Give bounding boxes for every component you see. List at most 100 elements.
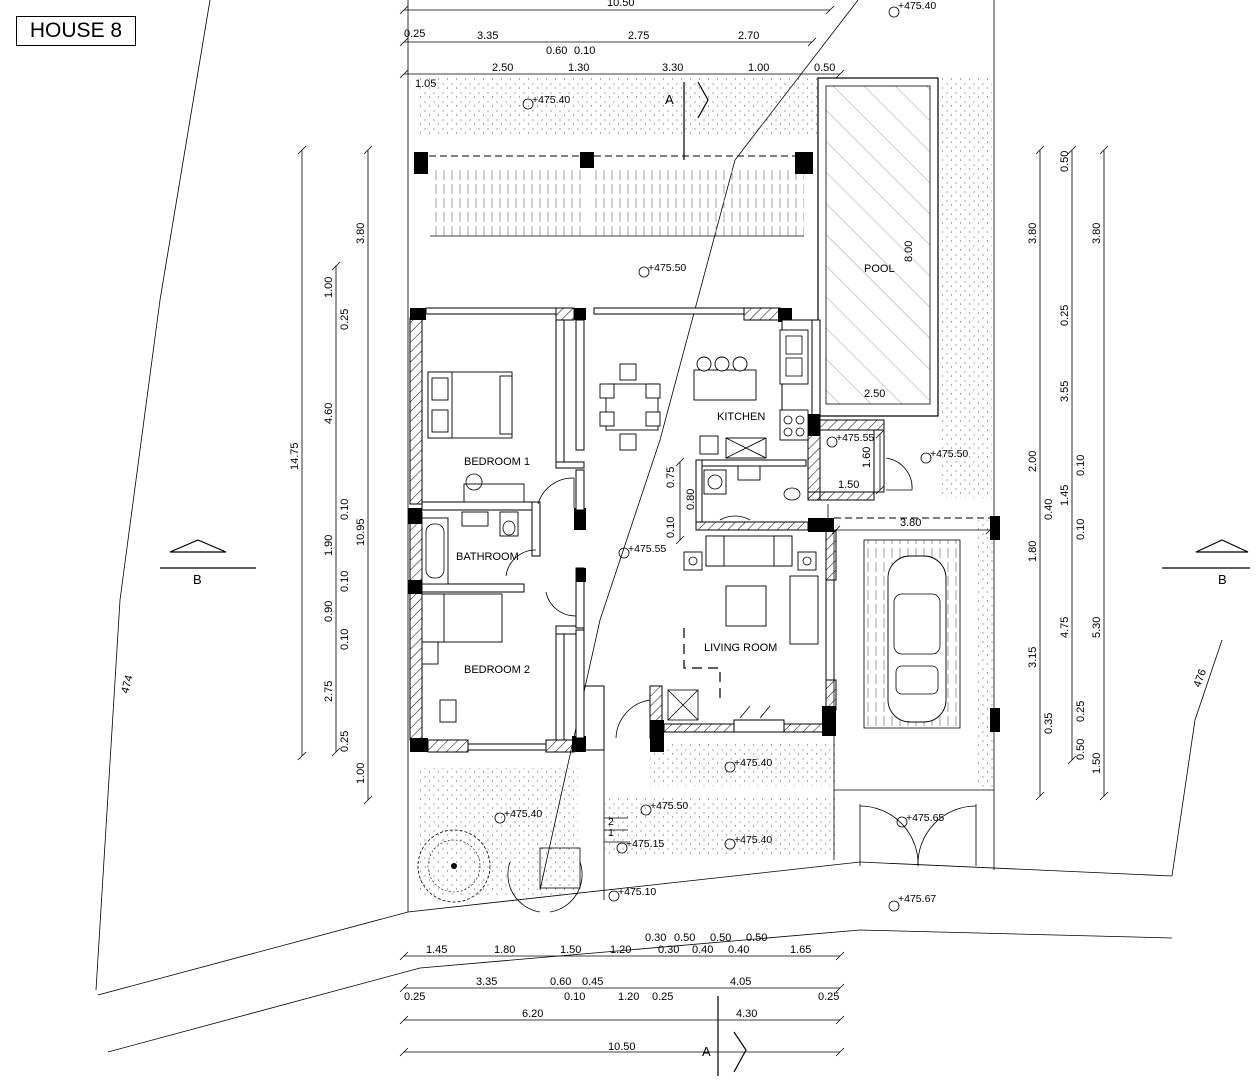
dimension-tick (835, 69, 845, 79)
svg-text:0.25: 0.25 (818, 991, 839, 1003)
dimension-tick (399, 983, 409, 993)
interior-dimensions: 1.60 1.50 0.75 0.80 0.10 3.80 (665, 429, 995, 545)
stair-number-1: 1 (608, 827, 614, 839)
section-marker-a-top: A (665, 92, 674, 107)
dimension-tick (675, 457, 685, 467)
dimension-tick (875, 485, 885, 495)
dimension-tick (363, 145, 373, 155)
dimension-tick (1035, 791, 1045, 801)
svg-text:3.80: 3.80 (1091, 223, 1103, 244)
contour-label-474: 474 (119, 674, 135, 695)
level-street: +475.10 (618, 886, 656, 898)
dimension-tick (399, 5, 409, 15)
room-label-living-room: LIVING ROOM (704, 642, 777, 654)
svg-text:10.50: 10.50 (607, 0, 635, 9)
svg-text:0.10: 0.10 (1075, 519, 1087, 540)
svg-text:0.40: 0.40 (728, 944, 749, 956)
dimension-tick (399, 37, 409, 47)
drawing-title: HOUSE 8 (16, 16, 136, 46)
svg-text:3.55: 3.55 (1059, 381, 1071, 402)
svg-text:0.50: 0.50 (746, 932, 767, 944)
svg-text:1.65: 1.65 (790, 944, 811, 956)
dimension-tick (297, 145, 307, 155)
svg-text:3.80: 3.80 (1027, 223, 1039, 244)
svg-text:3.35: 3.35 (476, 976, 497, 988)
svg-text:0.50: 0.50 (1075, 739, 1087, 760)
doors (505, 457, 913, 913)
svg-text:1.90: 1.90 (323, 535, 335, 556)
dimension-tick (835, 951, 845, 961)
svg-text:0.90: 0.90 (323, 601, 335, 622)
section-marker-a-bottom: A (702, 1044, 711, 1059)
contour-line-474 (95, 0, 211, 991)
svg-text:1.45: 1.45 (426, 944, 447, 956)
svg-text:0.80: 0.80 (685, 489, 697, 510)
level-top-right: +475.40 (898, 0, 936, 12)
svg-text:8.00: 8.00 (903, 241, 915, 262)
interior-walls (408, 319, 807, 741)
top-dimensions: 10.50 0.25 3.35 0.60 0.10 2.75 2.70 1.05… (399, 0, 845, 90)
svg-text:0.25: 0.25 (404, 991, 425, 1003)
svg-text:1.00: 1.00 (748, 62, 769, 74)
svg-text:1.45: 1.45 (1059, 485, 1071, 506)
dimension-tick (363, 795, 373, 805)
level-gate: +475.65 (906, 812, 944, 824)
pergola (414, 152, 813, 237)
svg-text:5.30: 5.30 (1091, 617, 1103, 638)
paving (418, 78, 993, 896)
dimension-tick (331, 747, 341, 757)
contour-label-476: 476 (1192, 668, 1210, 689)
dimension-tick (399, 1047, 409, 1057)
svg-text:1.20: 1.20 (618, 991, 639, 1003)
dimension-tick (331, 261, 341, 271)
svg-text:2.00: 2.00 (1027, 451, 1039, 472)
svg-text:2.70: 2.70 (738, 30, 759, 42)
svg-text:10.50: 10.50 (608, 1041, 636, 1053)
svg-text:0.60: 0.60 (546, 45, 567, 57)
svg-text:0.10: 0.10 (339, 629, 351, 650)
svg-text:1.00: 1.00 (355, 763, 367, 784)
svg-text:2.50: 2.50 (492, 62, 513, 74)
svg-text:0.35: 0.35 (1043, 713, 1055, 734)
svg-text:0.25: 0.25 (339, 731, 351, 752)
stair-number-2: 2 (608, 816, 614, 828)
level-terrace: +475.50 (648, 262, 686, 274)
room-label-bathroom: BATHROOM (456, 551, 519, 563)
right-dimensions: 0.50 3.80 3.80 0.25 3.55 2.00 0.10 1.45 … (1027, 145, 1109, 801)
level-road: +475.67 (898, 893, 936, 905)
svg-text:4.75: 4.75 (1059, 617, 1071, 638)
svg-text:4.05: 4.05 (730, 976, 751, 988)
dimension-tick (297, 751, 307, 761)
svg-text:3.35: 3.35 (477, 30, 498, 42)
svg-text:2.75: 2.75 (323, 681, 335, 702)
svg-text:0.60: 0.60 (550, 976, 571, 988)
dimension-tick (1099, 145, 1109, 155)
svg-text:0.10: 0.10 (339, 571, 351, 592)
level-porch: +475.40 (734, 757, 772, 769)
room-labels: BEDROOM 1 BATHROOM BEDROOM 2 KITCHEN LIV… (456, 411, 777, 676)
svg-text:0.10: 0.10 (564, 991, 585, 1003)
svg-text:6.20: 6.20 (522, 1008, 543, 1020)
dimension-tick (1035, 145, 1045, 155)
svg-text:3.30: 3.30 (662, 62, 683, 74)
svg-text:3.80: 3.80 (355, 223, 367, 244)
svg-text:0.40: 0.40 (692, 944, 713, 956)
svg-text:1.05: 1.05 (415, 78, 436, 90)
svg-text:0.50: 0.50 (1059, 151, 1071, 172)
section-markers: A A B B (160, 81, 1250, 1076)
level-path: +475.40 (734, 834, 772, 846)
level-markers: +475.40 +475.40 +475.50 +475.55 +475.50 … (494, 0, 968, 912)
svg-text:4.30: 4.30 (736, 1008, 757, 1020)
walls (409, 307, 885, 753)
level-step-top: +475.50 (650, 800, 688, 812)
svg-text:1.00: 1.00 (323, 277, 335, 298)
svg-text:1.50: 1.50 (560, 944, 581, 956)
svg-text:0.50: 0.50 (674, 932, 695, 944)
level-outside-wc: +475.50 (930, 448, 968, 460)
svg-text:0.10: 0.10 (574, 45, 595, 57)
dimension-tick (399, 951, 409, 961)
svg-text:0.25: 0.25 (404, 28, 425, 40)
svg-text:0.10: 0.10 (1075, 455, 1087, 476)
dimension-tick (875, 429, 885, 439)
